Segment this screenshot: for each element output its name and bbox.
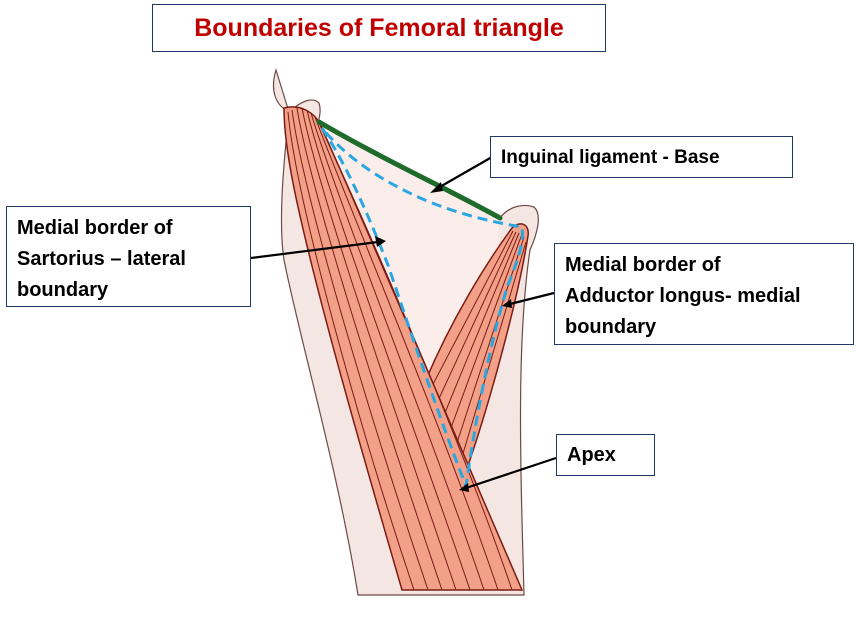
leader-arrows <box>250 156 557 490</box>
arrow-base <box>437 156 493 189</box>
adductor-longus-striations <box>429 230 527 468</box>
label-medial-line-1: Medial border of <box>565 254 721 276</box>
arrow-medial <box>509 291 555 306</box>
label-inguinal-ligament: Inguinal ligament - Base <box>490 136 793 178</box>
femoral-triangle-dashed-boundary <box>320 127 524 492</box>
arrow-lateral <box>250 240 379 260</box>
label-lateral-line-3: boundary <box>17 279 109 301</box>
label-base-text: Inguinal ligament - Base <box>501 147 720 168</box>
label-apex: Apex <box>556 434 655 476</box>
label-sartorius-lateral-boundary: Medial border of Sartorius – lateral bou… <box>6 206 251 307</box>
label-medial-line-2: Adductor longus- medial <box>565 285 801 307</box>
label-lateral-line-1: Medial border of <box>17 217 173 239</box>
inguinal-ligament <box>316 119 503 221</box>
arrow-apex <box>465 456 557 490</box>
diagram-title: Boundaries of Femoral triangle <box>194 13 564 42</box>
label-medial-line-3: boundary <box>565 316 657 338</box>
arrow-heads <box>375 182 512 492</box>
label-lateral-line-2: Sartorius – lateral <box>17 248 186 270</box>
title-box: Boundaries of Femoral triangle <box>152 4 606 52</box>
label-apex-text: Apex <box>567 444 616 466</box>
label-adductor-medial-boundary: Medial border of Adductor longus- medial… <box>554 243 854 345</box>
